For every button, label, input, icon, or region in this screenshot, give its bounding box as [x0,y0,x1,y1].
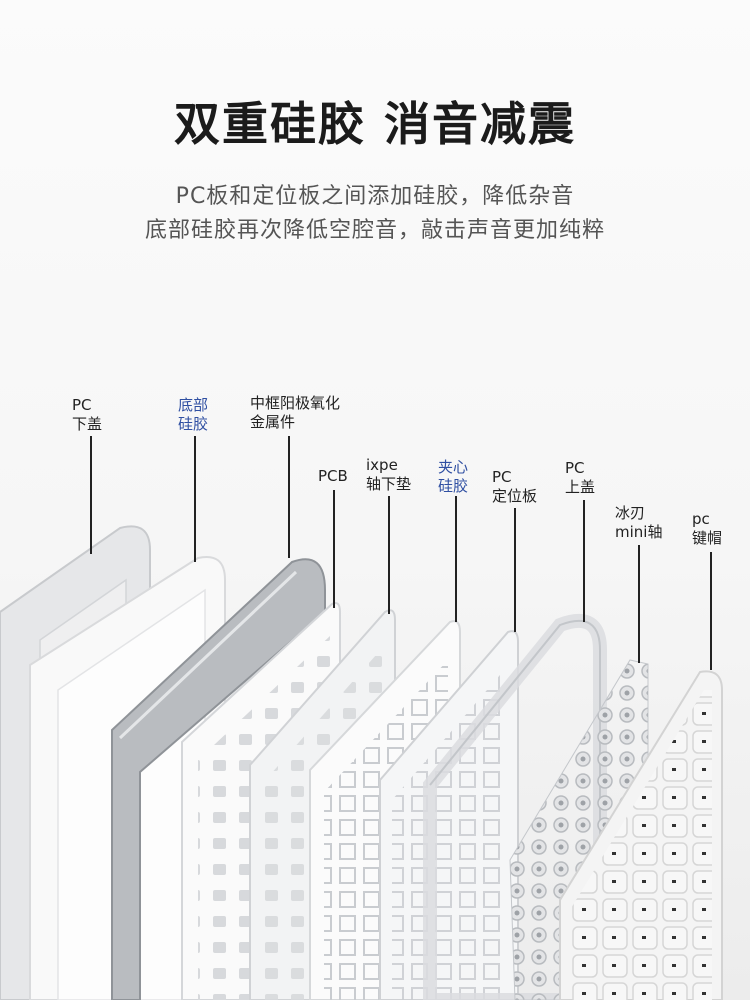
label-pcb: PCB [318,467,348,485]
leader-line-bottom-silicone [194,436,196,562]
label-bottom-silicone: 底部硅胶 [178,396,209,433]
leader-line-mini-switch [638,545,640,663]
leader-line-pc-plate [514,508,516,632]
leader-line-ixpe [388,496,390,614]
leader-line-sandwich-silicone [455,496,457,622]
keycaps-rows [570,690,712,1000]
aluminum-middle-frame [111,558,326,1000]
pc-top-case-rim [429,620,601,1000]
leader-line-pcb [333,490,335,608]
leader-line-pc-top-case [583,500,585,622]
subtitle-line-2: 底部硅胶再次降低空腔音，敲击声音更加纯粹 [144,218,605,243]
label-sandwich-silicone: 夹心硅胶 [438,458,469,495]
pc-plate-grid [392,668,506,1000]
label-middle-frame: 中框阳极氧化金属件 [250,394,341,431]
aluminum-frame-highlight [118,570,298,740]
headline: 双重硅胶 消音减震 [173,97,576,151]
leader-line-middle-frame [288,436,290,558]
subtitle-line-1: PC板和定位板之间添加硅胶，降低杂音 [175,184,575,209]
leader-line-pc-bottom-case [90,436,92,554]
leader-line-pc-keycaps [710,552,712,670]
